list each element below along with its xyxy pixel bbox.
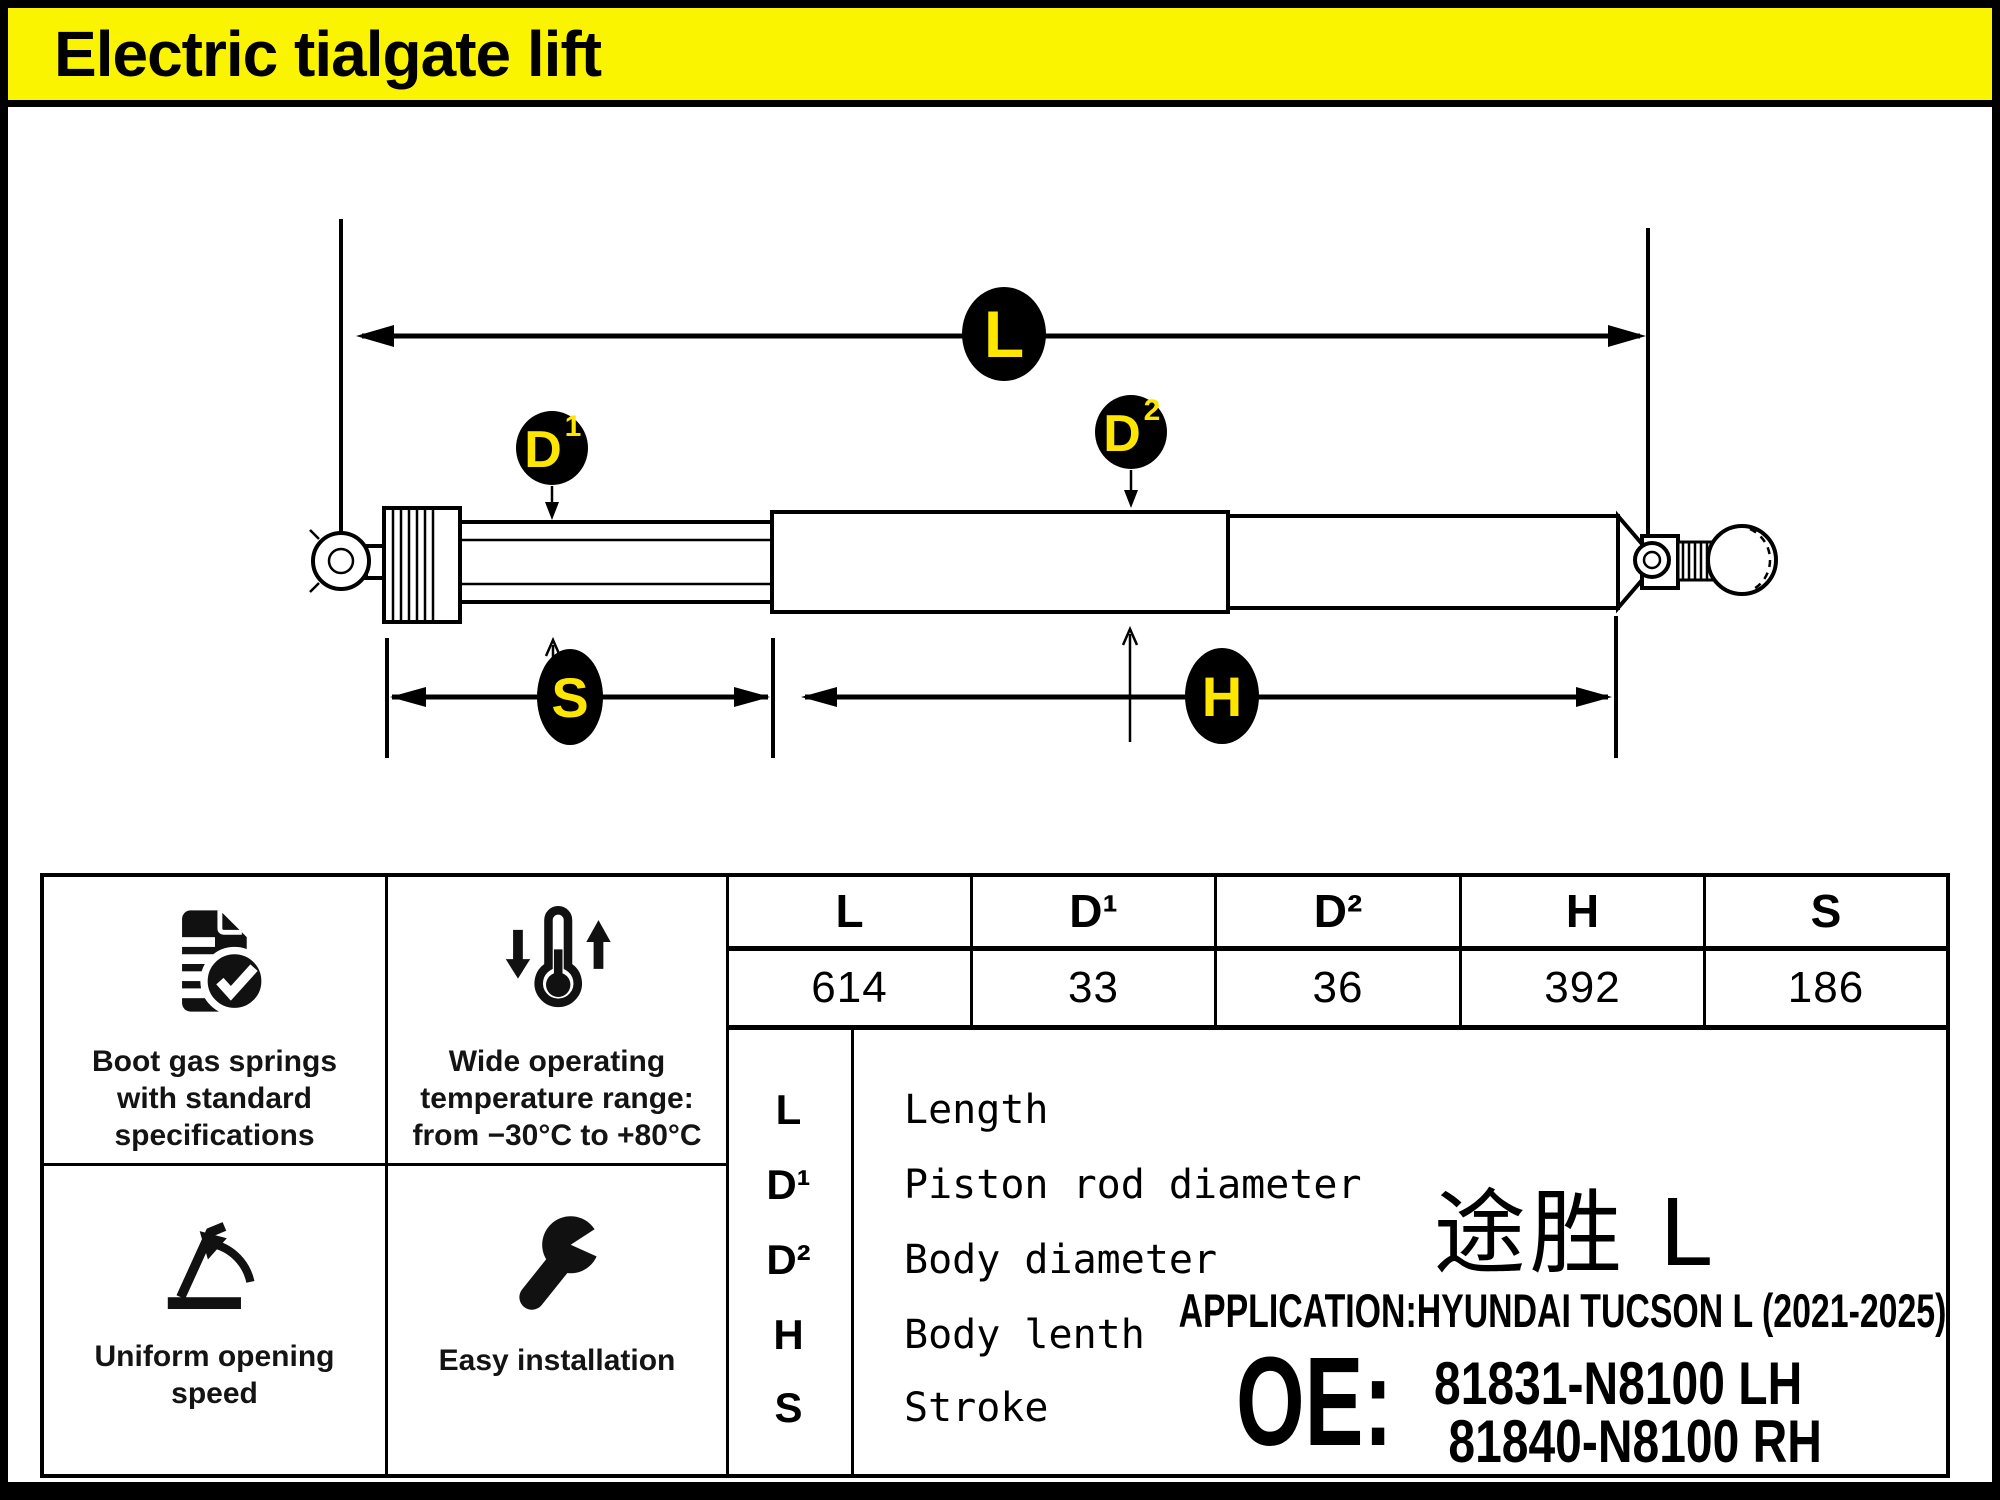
badge-d2 xyxy=(1095,395,1167,469)
col-header-l: L xyxy=(835,885,864,937)
legend-desc-d2: Body diameter xyxy=(904,1237,1218,1283)
dimension-d2: D 2 xyxy=(1095,394,1167,742)
badge-h-label: H xyxy=(1202,665,1242,728)
dimension-s: S xyxy=(385,638,775,758)
spec-table: Boot gas springs with standard specifica… xyxy=(40,873,1950,1478)
feature-easy-installation: Easy installation xyxy=(388,1166,726,1482)
ribbed-collar xyxy=(382,506,462,624)
oe-numbers: 81831-N8100 LH 81840-N8100 RH xyxy=(1434,1350,1822,1475)
oe-number-lh: 81831-N8100 LH xyxy=(1434,1350,1803,1417)
dimension-l: L xyxy=(356,287,1646,381)
feature-label: Boot gas springs with standard specifica… xyxy=(91,1045,338,1152)
page-title: Electric tialgate lift xyxy=(54,18,602,90)
feature-label: Uniform opening speed xyxy=(94,1340,335,1410)
feature-temperature-range: Wide operating temperature range: from −… xyxy=(388,877,726,1189)
legend-desc-l: Length xyxy=(904,1087,1049,1133)
thermometer-range-icon xyxy=(505,906,611,1008)
divider xyxy=(385,877,388,1474)
extension-lines xyxy=(339,219,1650,545)
wrench-icon xyxy=(519,1216,614,1310)
dimension-d1: D 1 xyxy=(516,410,588,706)
divider xyxy=(726,1025,1946,1030)
divider xyxy=(726,946,1946,951)
divider xyxy=(970,877,973,1030)
legend-symbol-l: L xyxy=(775,1086,802,1133)
document-check-icon xyxy=(173,910,269,1016)
col-header-d2: D² xyxy=(1313,885,1363,937)
badge-d2-sup: 2 xyxy=(1144,394,1161,427)
right-end-fitting xyxy=(1616,510,1778,614)
feature-label: Wide operating temperature range: from −… xyxy=(412,1045,702,1152)
col-header-h: H xyxy=(1565,885,1600,937)
divider xyxy=(1214,877,1217,1030)
body-tube-rear xyxy=(1226,514,1620,610)
badge-d2-label: D xyxy=(1103,405,1141,463)
legend-symbol-h: H xyxy=(773,1311,804,1358)
legend-symbol-s: S xyxy=(774,1384,803,1431)
left-ball-socket xyxy=(309,529,390,593)
legend-symbol-d2: D² xyxy=(766,1236,811,1283)
legend-desc-s: Stroke xyxy=(904,1385,1049,1431)
badge-d1 xyxy=(516,411,588,485)
ball-stud-head xyxy=(1706,524,1778,596)
strut-drawing xyxy=(309,506,1778,624)
col-header-s: S xyxy=(1810,885,1842,937)
body-tube-front xyxy=(770,510,1230,614)
dimension-h: H xyxy=(801,616,1618,758)
legend-desc-d1: Piston rod diameter xyxy=(904,1162,1362,1208)
divider xyxy=(44,1163,729,1166)
divider xyxy=(851,1027,854,1474)
badge-d1-sup: 1 xyxy=(565,410,582,443)
feature-uniform-speed: Uniform opening speed xyxy=(44,1166,385,1482)
value-h: 392 xyxy=(1544,963,1621,1012)
title-banner: Electric tialgate lift xyxy=(8,8,1992,107)
model-name-chinese: 途胜 L xyxy=(1433,1180,1715,1287)
legend-desc-h: Body lenth xyxy=(904,1312,1145,1358)
badge-s xyxy=(537,649,603,745)
legend-symbol-d1: D¹ xyxy=(766,1161,811,1208)
value-d1: 33 xyxy=(1068,963,1119,1012)
oe-number-rh: 81840-N8100 RH xyxy=(1448,1408,1822,1475)
badge-l xyxy=(962,287,1046,381)
badge-d1-label: D xyxy=(524,421,562,479)
divider xyxy=(726,877,729,1474)
oe-label: OE: xyxy=(1236,1331,1393,1472)
value-d2: 36 xyxy=(1312,963,1364,1012)
divider xyxy=(1459,877,1462,1030)
application-text: APPLICATION:HYUNDAI TUCSON L (2021-2025) xyxy=(1178,1284,1946,1337)
feature-boot-gas-springs: Boot gas springs with standard specifica… xyxy=(44,877,385,1189)
uniform-speed-icon xyxy=(167,1222,254,1310)
piston-rod xyxy=(458,520,774,604)
feature-label: Easy installation xyxy=(438,1344,676,1377)
gas-strut-diagram: L xyxy=(309,219,1778,758)
col-header-d1: D¹ xyxy=(1069,885,1118,937)
value-l: 614 xyxy=(811,963,888,1012)
divider xyxy=(1703,877,1706,1030)
value-s: 186 xyxy=(1787,963,1865,1012)
badge-l-label: L xyxy=(984,297,1024,371)
badge-h xyxy=(1185,648,1259,744)
badge-s-label: S xyxy=(551,666,588,729)
